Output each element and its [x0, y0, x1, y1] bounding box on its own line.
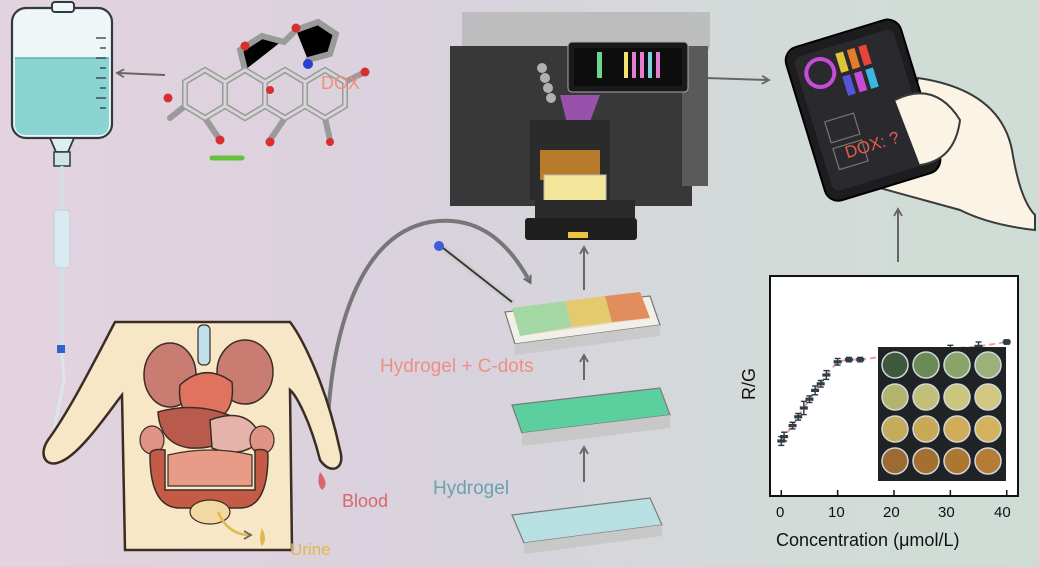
inset-well — [943, 447, 971, 475]
hydrogel-cdots-label: Hydrogel + C-dots — [380, 356, 534, 377]
x-axis-label: Concentration (μmol/L) — [776, 530, 960, 550]
inset-well — [881, 447, 909, 475]
inset-well — [943, 383, 971, 411]
inset-well — [881, 415, 909, 443]
pipette — [434, 240, 516, 306]
plate-hydrogel-cdots — [511, 387, 671, 446]
y-axis-label: R/G — [739, 367, 759, 400]
data-point — [811, 385, 820, 396]
urine-label: Urine — [290, 540, 331, 559]
x-tick-10: 10 — [828, 504, 845, 521]
data-point — [833, 357, 842, 366]
inset-well — [912, 415, 940, 443]
arrow-to-phone — [705, 75, 771, 85]
smartphone-hand — [784, 18, 1036, 232]
arrow-to-ivbag — [115, 68, 166, 79]
inset-well — [912, 351, 940, 379]
arrow-blood-to-plate — [325, 218, 532, 441]
x-axis-ticks — [780, 490, 1008, 496]
inset-well — [881, 351, 909, 379]
x-tick-30: 30 — [938, 504, 955, 521]
inset-well — [881, 383, 909, 411]
data-point — [780, 431, 789, 442]
dox-label: DOX — [321, 73, 361, 93]
data-point — [794, 412, 803, 421]
plate-reader — [450, 12, 710, 240]
iv-bag — [10, 1, 114, 441]
inset-well — [974, 447, 1002, 475]
inset-well — [912, 447, 940, 475]
inset-well — [974, 383, 1002, 411]
data-point — [788, 421, 797, 430]
data-point — [822, 369, 831, 381]
plate-hydrogel — [511, 497, 663, 554]
inset-well — [912, 383, 940, 411]
inset-well — [943, 351, 971, 379]
plate-reacted — [504, 292, 661, 355]
inset-well — [974, 415, 1002, 443]
data-point — [816, 379, 825, 388]
blood-label: Blood — [342, 491, 389, 511]
data-point — [844, 356, 853, 363]
hydrogel-label: Hydrogel — [433, 478, 510, 499]
x-tick-0: 0 — [776, 504, 785, 521]
inset-well — [943, 415, 971, 443]
inset-well — [974, 351, 1002, 379]
inset-photo — [878, 347, 1006, 481]
data-point — [799, 400, 808, 416]
dox-molecule — [163, 18, 370, 161]
data-point — [856, 356, 865, 363]
x-tick-20: 20 — [883, 504, 900, 521]
x-tick-40: 40 — [994, 504, 1011, 521]
human-body — [42, 320, 343, 552]
data-point — [1002, 339, 1011, 345]
data-point — [805, 395, 814, 404]
